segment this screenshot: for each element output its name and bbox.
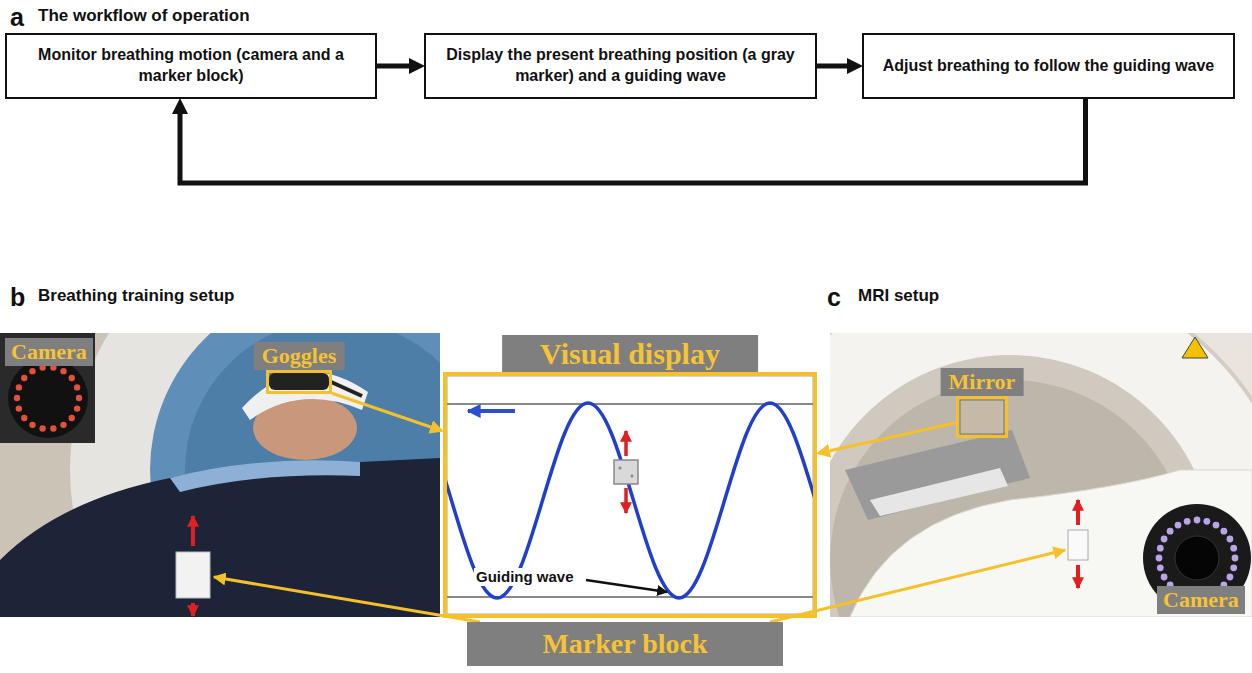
motion-arrow [1076, 565, 1080, 588]
patient-cap [242, 372, 368, 420]
mri-photo [830, 333, 1252, 617]
pointer-arrow [332, 393, 431, 427]
led [1167, 528, 1174, 535]
mirror [960, 400, 1004, 434]
pointer-arrow [830, 423, 956, 451]
breathing-marker [614, 460, 638, 484]
led [1194, 517, 1201, 524]
led [74, 405, 80, 411]
led [1157, 545, 1164, 552]
process-box: Display the present breathing position (… [424, 33, 817, 99]
goggles [269, 373, 329, 390]
motion-arrow [624, 431, 628, 456]
led [21, 415, 27, 421]
panel-letter: b [10, 282, 25, 312]
led [1203, 518, 1210, 525]
led [74, 384, 80, 390]
training-photo [0, 333, 440, 617]
flow-arrow [817, 64, 847, 69]
panel-title: Breathing training setup [38, 286, 234, 306]
panel-title: MRI setup [858, 286, 939, 306]
led [39, 425, 45, 431]
camera-inset [0, 333, 95, 443]
led [29, 422, 35, 428]
box-heading: Visual display [502, 335, 758, 373]
display-box: Visual display [443, 372, 817, 618]
panel-title: The workflow of operation [38, 6, 250, 26]
panel-letter: a [10, 2, 24, 32]
scroll-arrow [468, 409, 515, 413]
led [1232, 555, 1239, 562]
led [60, 422, 66, 428]
motion-arrow [1076, 500, 1080, 525]
motion-arrow [191, 603, 195, 616]
process-box: Monitor breathing motion (camera and a m… [5, 33, 377, 99]
led [1161, 574, 1168, 581]
led [1184, 518, 1191, 525]
led [60, 368, 66, 374]
flow-arrow [180, 99, 1086, 183]
wave-group [447, 403, 813, 598]
guiding-wave [447, 403, 813, 598]
led [1161, 536, 1168, 543]
led [50, 425, 56, 431]
led [1175, 522, 1182, 529]
box-text: Monitor breathing motion (camera and a m… [15, 45, 367, 87]
patient-collar [170, 460, 360, 492]
led [1157, 564, 1164, 571]
marker-dot [619, 467, 622, 470]
camera-body [8, 358, 88, 438]
led [69, 375, 75, 381]
led [14, 395, 20, 401]
led [1156, 555, 1163, 562]
marker-block [1068, 530, 1088, 560]
connectors [180, 66, 1086, 451]
process-box: Adjust breathing to follow the guiding w… [862, 33, 1235, 99]
box-heading: Goggles [254, 342, 345, 370]
box-heading: Mirror [941, 368, 1024, 396]
motion-arrow [624, 488, 628, 513]
marker-dot [631, 475, 634, 478]
led [16, 384, 22, 390]
flow-arrow [377, 64, 409, 69]
led [1220, 528, 1227, 535]
leader-arrow [214, 577, 480, 622]
led [1227, 536, 1234, 543]
highlight-box: Mirror [956, 396, 1008, 438]
warning-sign [1182, 337, 1208, 358]
box-text: Display the present breathing position (… [434, 45, 807, 87]
highlight-box: Goggles [266, 370, 332, 394]
led [29, 368, 35, 374]
camera-leds [14, 364, 82, 431]
led [16, 405, 22, 411]
annotation: Guiding wave [474, 568, 576, 586]
led [1230, 545, 1237, 552]
panel-letter: c [827, 282, 841, 312]
camera-lens [1175, 536, 1219, 580]
leader-arrow [586, 580, 667, 592]
motion-arrow [191, 516, 195, 546]
led [69, 415, 75, 421]
coil-pad [870, 468, 1008, 516]
led [1230, 564, 1237, 571]
led [1227, 574, 1234, 581]
upper-limit-line [447, 403, 813, 405]
part-tag: Camera [1157, 586, 1245, 614]
marker-block [176, 552, 210, 598]
scanner-front [830, 333, 1252, 617]
led [1213, 522, 1220, 529]
part-tag: Camera [5, 338, 93, 366]
head-coil [845, 430, 1030, 520]
part-tag: Marker block [467, 622, 783, 666]
patient-body [0, 458, 440, 617]
led [76, 395, 82, 401]
box-text: Adjust breathing to follow the guiding w… [883, 56, 1215, 77]
led [21, 375, 27, 381]
